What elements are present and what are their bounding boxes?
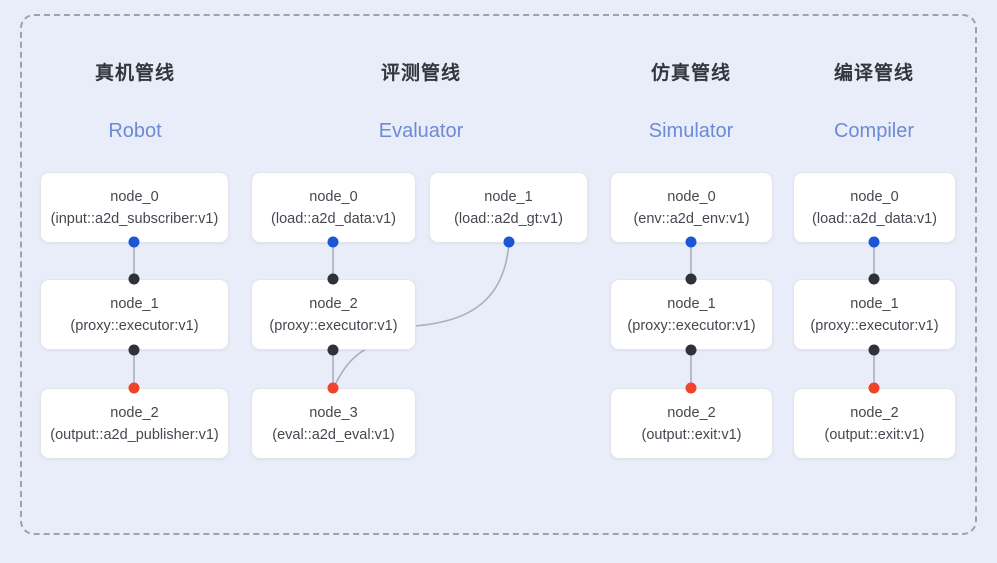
node-simulator-node_0[interactable]: node_0 (env::a2d_env:v1)	[610, 172, 773, 243]
node-id: node_2	[110, 404, 159, 421]
node-id: node_1	[110, 295, 159, 312]
node-evaluator-node_2[interactable]: node_2 (proxy::executor:v1)	[251, 279, 416, 350]
node-robot-node_1[interactable]: node_1 (proxy::executor:v1)	[40, 279, 229, 350]
port-terminal-robot-node_2[interactable]	[128, 382, 140, 394]
node-evaluator-node_0[interactable]: node_0 (load::a2d_data:v1)	[251, 172, 416, 243]
node-compiler-node_1[interactable]: node_1 (proxy::executor:v1)	[793, 279, 956, 350]
node-id: node_1	[850, 295, 899, 312]
node-id: node_2	[309, 295, 358, 312]
column-header-simulator: 仿真管线 Simulator	[600, 62, 782, 143]
port-output-evaluator-node_0[interactable]	[327, 236, 339, 248]
node-simulator-node_2[interactable]: node_2 (output::exit:v1)	[610, 388, 773, 459]
port-output-robot-node_1[interactable]	[128, 344, 140, 356]
node-kind: (proxy::executor:v1)	[269, 317, 398, 334]
column-title-en-compiler: Compiler	[833, 120, 915, 142]
node-id: node_3	[309, 404, 358, 421]
port-terminal-evaluator-node_3[interactable]	[327, 382, 339, 394]
pipeline-group-frame	[20, 14, 977, 535]
port-terminal-simulator-node_2[interactable]	[685, 382, 697, 394]
column-title-en-robot: Robot	[108, 120, 162, 142]
port-input-compiler-node_1[interactable]	[868, 273, 880, 285]
node-kind: (load::a2d_data:v1)	[271, 210, 396, 227]
column-title-cn-compiler: 编译管线	[833, 63, 914, 84]
node-kind: (proxy::executor:v1)	[627, 317, 756, 334]
column-header-compiler: 编译管线 Compiler	[783, 62, 965, 143]
node-robot-node_0[interactable]: node_0 (input::a2d_subscriber:v1)	[40, 172, 229, 243]
node-simulator-node_1[interactable]: node_1 (proxy::executor:v1)	[610, 279, 773, 350]
node-id: node_2	[850, 404, 899, 421]
port-terminal-compiler-node_2[interactable]	[868, 382, 880, 394]
column-title-cn-evaluator: 评测管线	[380, 63, 461, 84]
node-kind: (env::a2d_env:v1)	[633, 210, 750, 227]
port-output-simulator-node_1[interactable]	[685, 344, 697, 356]
node-kind: (input::a2d_subscriber:v1)	[50, 210, 219, 227]
node-robot-node_2[interactable]: node_2 (output::a2d_publisher:v1)	[40, 388, 229, 459]
port-input-simulator-node_1[interactable]	[685, 273, 697, 285]
node-kind: (output::exit:v1)	[641, 426, 742, 443]
node-kind: (output::exit:v1)	[824, 426, 925, 443]
node-id: node_0	[309, 188, 358, 205]
node-kind: (eval::a2d_eval:v1)	[272, 426, 395, 443]
node-kind: (proxy::executor:v1)	[810, 317, 939, 334]
node-id: node_0	[667, 188, 716, 205]
node-evaluator-node_1[interactable]: node_1 (load::a2d_gt:v1)	[429, 172, 588, 243]
node-compiler-node_2[interactable]: node_2 (output::exit:v1)	[793, 388, 956, 459]
node-id: node_0	[110, 188, 159, 205]
node-id: node_1	[484, 188, 533, 205]
column-title-cn-simulator: 仿真管线	[650, 63, 731, 84]
column-header-robot: 真机管线 Robot	[44, 62, 226, 143]
node-id: node_2	[667, 404, 716, 421]
port-output-compiler-node_0[interactable]	[868, 236, 880, 248]
node-kind: (load::a2d_data:v1)	[812, 210, 937, 227]
port-input-evaluator-node_2[interactable]	[327, 273, 339, 285]
node-id: node_0	[850, 188, 899, 205]
column-header-evaluator: 评测管线 Evaluator	[330, 62, 512, 143]
node-kind: (proxy::executor:v1)	[70, 317, 199, 334]
node-id: node_1	[667, 295, 716, 312]
node-kind: (output::a2d_publisher:v1)	[50, 426, 219, 443]
node-kind: (load::a2d_gt:v1)	[454, 210, 563, 227]
column-title-cn-robot: 真机管线	[94, 63, 175, 84]
node-evaluator-node_3[interactable]: node_3 (eval::a2d_eval:v1)	[251, 388, 416, 459]
column-title-en-evaluator: Evaluator	[378, 120, 464, 142]
node-compiler-node_0[interactable]: node_0 (load::a2d_data:v1)	[793, 172, 956, 243]
port-output-compiler-node_1[interactable]	[868, 344, 880, 356]
port-output-evaluator-node_2[interactable]	[327, 344, 339, 356]
column-title-en-simulator: Simulator	[648, 120, 734, 142]
port-output-robot-node_0[interactable]	[128, 236, 140, 248]
port-output-evaluator-node_1[interactable]	[503, 236, 515, 248]
port-input-robot-node_1[interactable]	[128, 273, 140, 285]
port-output-simulator-node_0[interactable]	[685, 236, 697, 248]
